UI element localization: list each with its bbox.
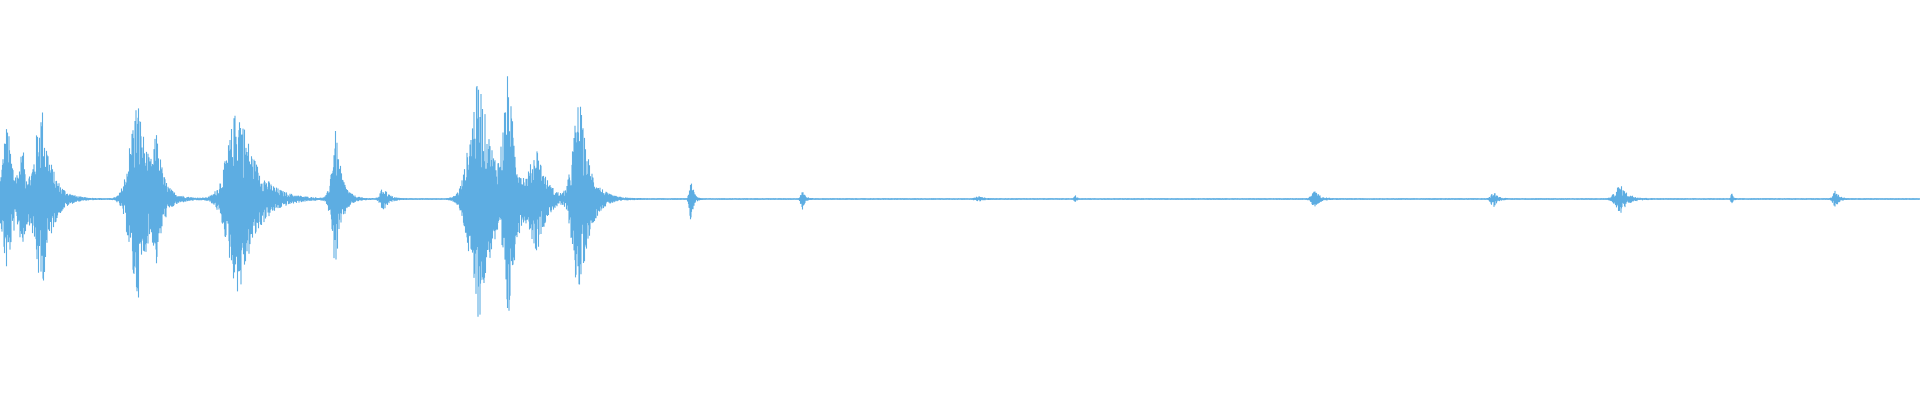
waveform-trace (0, 76, 1920, 317)
